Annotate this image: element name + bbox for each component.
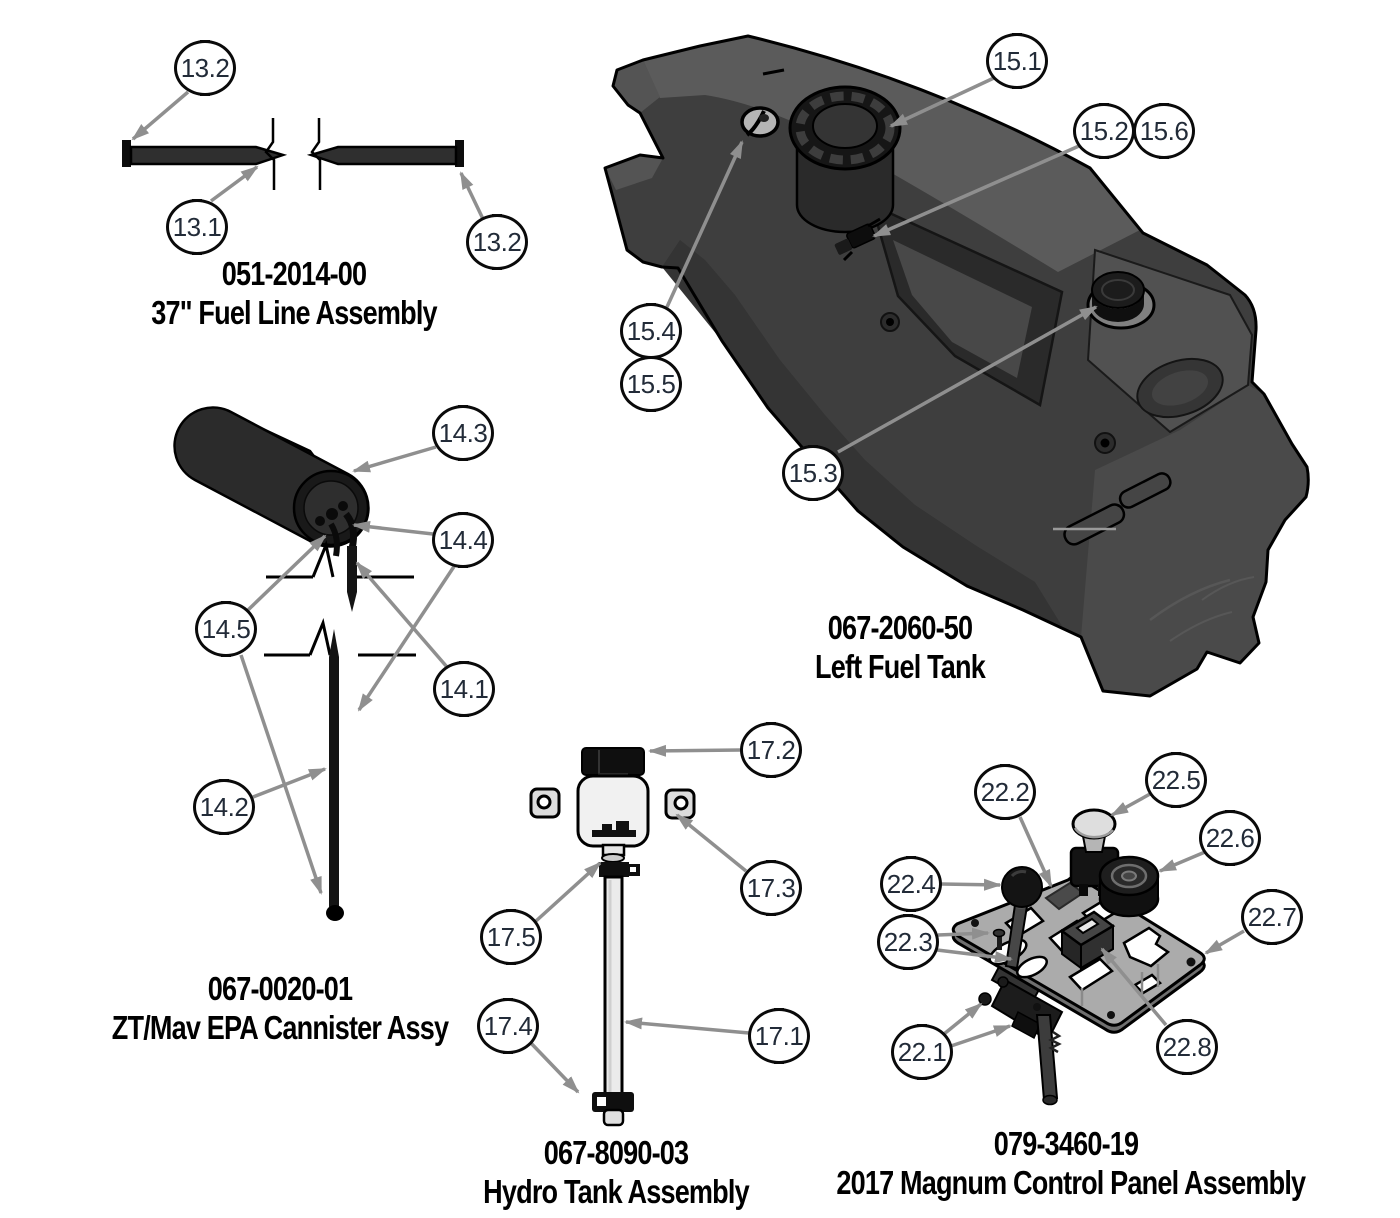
callout-22.2: 22.2 <box>974 764 1036 820</box>
leader-lines <box>131 75 1245 1094</box>
callout-22.5: 22.5 <box>1145 752 1207 808</box>
part-number: 079-3460-19 <box>993 1125 1139 1162</box>
callout-17.3: 17.3 <box>740 860 802 916</box>
callout-22.1: 22.1 <box>891 1024 953 1080</box>
callout-22.4: 22.4 <box>880 856 942 912</box>
title-fuel-line: 051-2014-00 37" Fuel Line Assembly <box>64 254 523 332</box>
title-epa-cannister: 067-0020-01 ZT/Mav EPA Cannister Assy <box>50 969 509 1047</box>
callout-22.6: 22.6 <box>1199 810 1261 866</box>
tank-vent-port <box>740 106 780 138</box>
callout-13.2-left: 13.2 <box>174 40 236 96</box>
callout-22.8: 22.8 <box>1156 1019 1218 1075</box>
hose-end-cap <box>326 905 344 921</box>
callout-22.7: 22.7 <box>1241 889 1303 945</box>
panel-nut <box>978 992 992 1006</box>
panel-screw <box>992 928 1006 950</box>
fuel-line-right-segment <box>306 145 458 166</box>
fuel-line-left-cap <box>122 140 131 167</box>
hydro-grille <box>592 821 636 837</box>
part-number: 051-2014-00 <box>221 255 367 292</box>
part-name: 37" Fuel Line Assembly <box>151 294 437 331</box>
fuel-line-drawing <box>122 118 464 190</box>
epa-cannister-drawing <box>173 406 416 921</box>
callout-15.4: 15.4 <box>620 303 682 359</box>
callout-15.3: 15.3 <box>782 445 844 501</box>
callout-14.3: 14.3 <box>432 405 494 461</box>
callout-13.2-right: 13.2 <box>466 214 528 270</box>
hydro-cap <box>581 747 645 776</box>
hydro-top-clamp <box>599 862 629 877</box>
callout-14.1: 14.1 <box>433 661 495 717</box>
fuel-tank-drawing <box>603 34 1310 698</box>
hydro-tank-drawing <box>529 747 696 1127</box>
callout-14.5: 14.5 <box>195 601 257 657</box>
callout-17.4: 17.4 <box>477 998 539 1054</box>
fuel-line-right-cap <box>455 140 464 167</box>
callout-14.2: 14.2 <box>193 779 255 835</box>
callout-13.1: 13.1 <box>166 199 228 255</box>
callout-15.2: 15.2 <box>1073 103 1135 159</box>
break-mark-left <box>264 118 276 190</box>
panel-knob <box>1098 855 1160 918</box>
title-control-panel: 079-3460-19 2017 Magnum Control Panel As… <box>836 1124 1306 1202</box>
panel-spring <box>1048 1030 1062 1054</box>
callout-15.6: 15.6 <box>1133 103 1195 159</box>
panel-lever-bracket <box>978 951 1064 1106</box>
part-number: 067-0020-01 <box>207 970 353 1007</box>
hose-lower <box>329 629 339 915</box>
part-name: ZT/Mav EPA Cannister Assy <box>111 1009 449 1046</box>
hose-upper <box>347 546 357 612</box>
callout-17.2: 17.2 <box>740 722 802 778</box>
part-name: 2017 Magnum Control Panel Assembly <box>836 1164 1306 1201</box>
break-mark-right <box>310 118 322 190</box>
title-hydro-tank: 067-8090-03 Hydro Tank Assembly <box>386 1133 845 1211</box>
callout-15.5: 15.5 <box>620 356 682 412</box>
hydro-tube <box>603 875 624 1096</box>
callout-14.4: 14.4 <box>432 512 494 568</box>
tank-filler-cap <box>788 85 902 234</box>
title-left-fuel-tank: 067-2060-50 Left Fuel Tank <box>670 608 1129 686</box>
callout-15.1: 15.1 <box>986 33 1048 89</box>
part-name: Left Fuel Tank <box>815 648 986 685</box>
callout-17.5: 17.5 <box>480 909 542 965</box>
fuel-line-left-segment <box>129 145 288 166</box>
part-name: Hydro Tank Assembly <box>483 1173 749 1210</box>
part-number: 067-8090-03 <box>543 1134 689 1171</box>
part-number: 067-2060-50 <box>827 609 973 646</box>
callout-22.3: 22.3 <box>877 914 939 970</box>
callout-17.1: 17.1 <box>748 1008 810 1064</box>
tank-right-cap <box>1086 271 1156 330</box>
panel-switch <box>1059 910 1116 970</box>
